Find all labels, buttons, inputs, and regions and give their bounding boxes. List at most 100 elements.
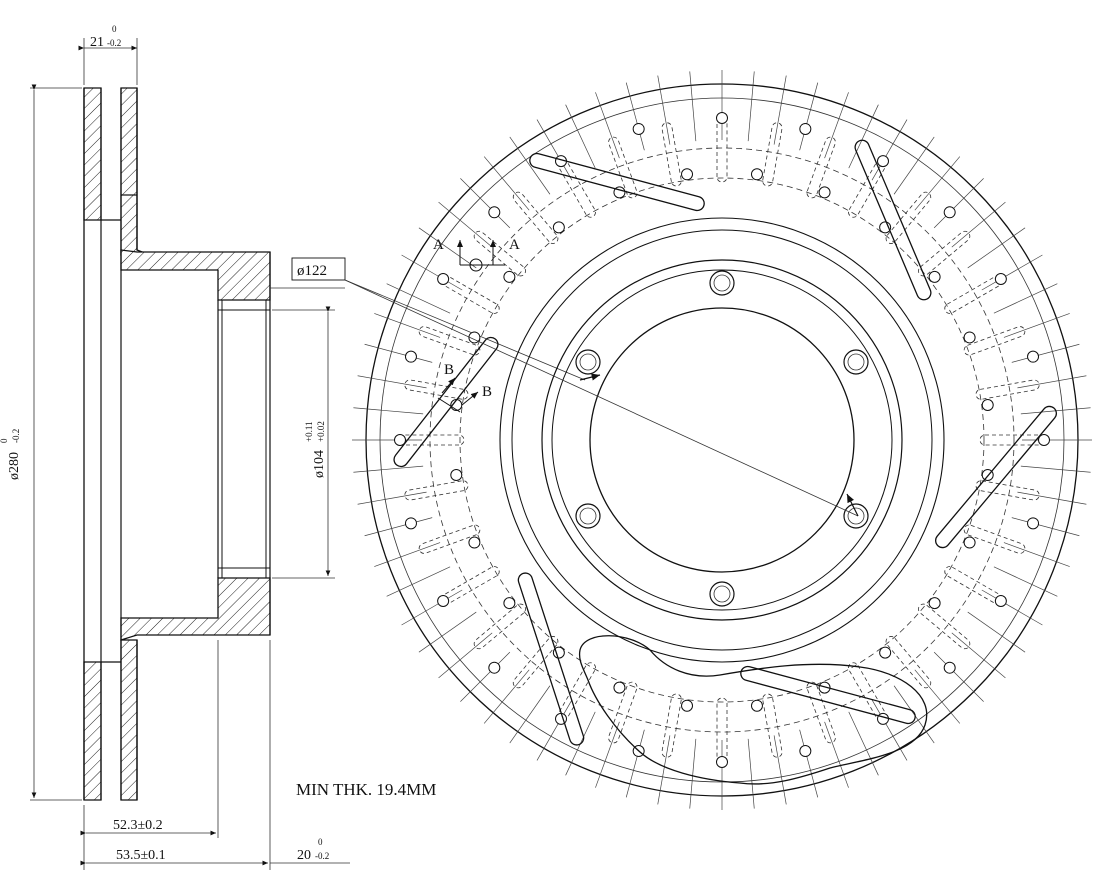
radial-tick xyxy=(773,75,787,145)
front-view-disc: A A B B xyxy=(344,70,1092,810)
min-thickness-note: MIN THK. 19.4MM xyxy=(296,780,436,799)
drilled-hole xyxy=(928,597,941,610)
dim-top-width-tol-upper: 0 xyxy=(112,24,117,34)
radial-tick xyxy=(357,491,427,505)
radial-tick xyxy=(438,201,493,248)
dim-offset-1: 52.3±0.2 xyxy=(113,818,163,833)
hat-outer-edge xyxy=(511,229,933,651)
vent-slot xyxy=(404,480,469,501)
vent-slot xyxy=(558,662,596,720)
radial-tick xyxy=(625,82,645,151)
mid-dashed-circle xyxy=(429,147,1015,733)
dim-outer-diameter-tol-lower: -0.2 xyxy=(11,429,21,443)
radial-tick xyxy=(871,119,908,181)
lower-outer-plate xyxy=(83,661,102,801)
radial-tick xyxy=(1003,542,1070,567)
radial-tick xyxy=(460,651,511,702)
drilled-hole xyxy=(552,646,565,659)
section-label-a-right: A xyxy=(509,237,520,253)
drilled-hole xyxy=(468,536,481,549)
radial-tick xyxy=(967,611,1026,653)
radial-tick xyxy=(871,699,908,761)
drilled-hole xyxy=(799,122,812,135)
drilled-hole xyxy=(1038,434,1050,446)
drilled-hole xyxy=(750,168,763,181)
hub-face-circle xyxy=(551,269,893,611)
drilled-hole xyxy=(503,597,516,610)
drilled-hole xyxy=(681,699,694,712)
drilled-hole xyxy=(818,681,831,694)
hub-upper xyxy=(120,249,271,301)
drilled-hole xyxy=(928,270,941,283)
drilled-hole xyxy=(716,112,728,124)
drilled-hole xyxy=(799,745,812,758)
radial-tick xyxy=(1003,313,1070,338)
drilled-hole xyxy=(552,221,565,234)
radial-tick xyxy=(625,729,645,798)
vent-slot xyxy=(661,122,682,187)
radial-tick xyxy=(981,589,1043,626)
radial-tick xyxy=(374,542,441,567)
drilled-hole xyxy=(488,206,501,219)
drilled-hole xyxy=(994,595,1007,607)
radial-tick xyxy=(386,283,451,314)
drilled-hole xyxy=(613,681,626,694)
drilled-hole xyxy=(818,186,831,199)
dim-top-width: 21 xyxy=(90,35,104,50)
drilled-hole xyxy=(437,595,450,607)
dim-bore: ø104 xyxy=(312,450,327,478)
braking-inner-edge xyxy=(499,217,945,663)
radial-tick xyxy=(509,136,551,195)
radial-tick xyxy=(536,699,573,761)
drilled-hole xyxy=(877,712,889,725)
drilled-hole xyxy=(879,646,892,659)
dim-outer-diameter: ø280 xyxy=(7,452,22,480)
hub-lower xyxy=(120,577,271,641)
radial-tick xyxy=(353,407,424,415)
dim-outer-diameter-tol-upper: 0 xyxy=(0,438,9,443)
dim-hub-thickness: 20 xyxy=(297,848,311,863)
radial-tick xyxy=(689,71,697,142)
radial-tick xyxy=(914,156,961,211)
drilled-hole xyxy=(503,270,516,283)
drilled-hole xyxy=(1027,517,1040,530)
radial-tick xyxy=(595,92,620,159)
dim-bore-tol-lower: +0.02 xyxy=(316,421,326,442)
vent-slot xyxy=(661,693,682,758)
vent-slot xyxy=(762,122,783,187)
radial-tick xyxy=(689,738,697,809)
vent-slot xyxy=(473,603,526,650)
radial-tick xyxy=(357,375,427,389)
drilled-hole xyxy=(488,661,501,674)
vent-slot xyxy=(944,276,1002,314)
radial-tick xyxy=(1017,491,1087,505)
radial-tick xyxy=(460,178,511,229)
radial-tick xyxy=(536,119,573,181)
section-label-b-left: B xyxy=(444,362,454,378)
drilled-hole xyxy=(450,468,463,481)
section-label-a-left: A xyxy=(433,237,444,253)
drilled-hole xyxy=(468,331,481,344)
lower-inner-plate xyxy=(120,639,138,801)
radial-tick xyxy=(993,566,1058,597)
drilled-hole xyxy=(943,206,956,219)
radial-tick xyxy=(386,566,451,597)
radial-tick xyxy=(401,589,463,626)
radial-tick xyxy=(933,651,984,702)
radial-tick xyxy=(565,104,596,169)
hat-step-circle xyxy=(541,259,903,621)
drilled-hole xyxy=(943,661,956,674)
radial-tick xyxy=(951,632,1006,679)
radial-tick xyxy=(483,669,530,724)
vent-slot xyxy=(975,480,1040,501)
radial-tick xyxy=(933,178,984,229)
radial-tick xyxy=(364,343,433,363)
vent-slot xyxy=(918,603,971,650)
radial-tick xyxy=(914,669,961,724)
drilled-hole xyxy=(963,536,976,549)
upper-inner-plate xyxy=(120,87,151,256)
radial-tick xyxy=(657,735,671,805)
radial-tick xyxy=(418,611,477,653)
vent-slot xyxy=(442,566,500,604)
vent-slot xyxy=(885,636,932,689)
